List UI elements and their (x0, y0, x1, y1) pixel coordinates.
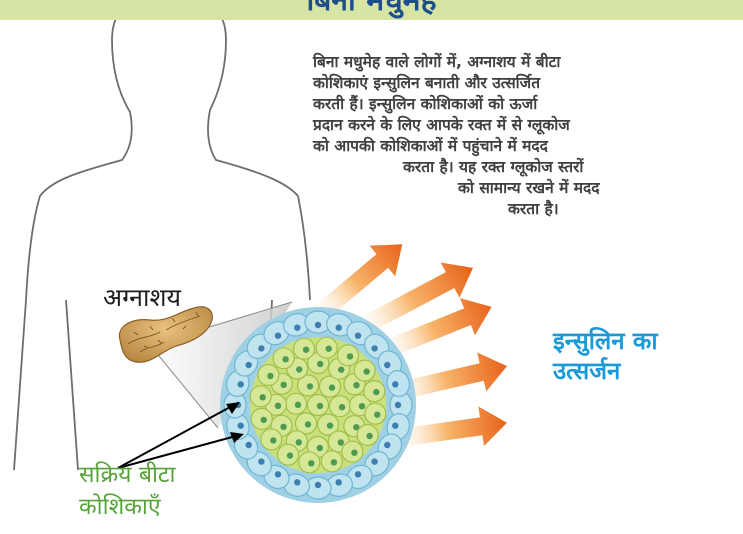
insulin-release-line: उत्सर्जन (553, 356, 658, 386)
cell-nucleus (275, 471, 281, 477)
cell-nucleus (338, 439, 344, 445)
cell-nucleus (315, 322, 321, 328)
cell-nucleus (364, 368, 370, 374)
cell-nucleus (347, 353, 353, 359)
cell-nucleus (371, 345, 377, 351)
banner-title: बिना मधुमेह (0, 0, 743, 18)
header-banner: बिना मधुमेह (0, 0, 743, 20)
cell-nucleus (303, 347, 309, 353)
cell-nucleus (351, 450, 357, 456)
cell-nucleus (329, 384, 335, 390)
cell-nucleus (307, 383, 313, 389)
beta-cells-line: सक्रिय बीटा (79, 459, 175, 491)
cell-nucleus (281, 382, 287, 388)
cell-nucleus (258, 458, 264, 464)
cell-nucleus (296, 366, 302, 372)
cell-nucleus (384, 362, 390, 368)
cell-nucleus (280, 424, 286, 430)
cell-nucleus (374, 412, 380, 418)
description-line: करता है। (313, 199, 713, 220)
cell-nucleus (294, 479, 300, 485)
cell-nucleus (384, 442, 390, 448)
cell-nucleus (317, 403, 323, 409)
description-line: को सामान्य रखने में मदद (313, 178, 713, 199)
cell-nucleus (373, 389, 379, 395)
cell-nucleus (371, 458, 377, 464)
insulin-release-label: इन्सुलिन का उत्सर्जन (553, 326, 658, 386)
cell-nucleus (355, 333, 361, 339)
cell-nucleus (238, 381, 244, 387)
cell-nucleus (317, 361, 323, 367)
cell-nucleus (295, 402, 301, 408)
beta-cells-line: कोशिकाएँ (79, 491, 175, 523)
active-beta-cells-label: सक्रिय बीटा कोशिकाएँ (79, 459, 175, 523)
cell-nucleus (353, 382, 359, 388)
description-line: बिना मधुमेह वाले लोगों में, अग्नाशय में … (313, 52, 713, 73)
cell-nucleus (238, 423, 244, 429)
cell-nucleus (366, 433, 372, 439)
cell-nucleus (294, 325, 300, 331)
cell-nucleus (336, 325, 342, 331)
cell-nucleus (331, 459, 337, 465)
description-line: करती हैं। इन्सुलिन कोशिकाओं को ऊर्जा (313, 94, 713, 115)
cell-cluster (220, 307, 416, 503)
cell-nucleus (339, 404, 345, 410)
insulin-release-line: इन्सुलिन का (553, 326, 658, 356)
description-text: बिना मधुमेह वाले लोगों में, अग्नाशय में … (313, 52, 713, 220)
cell-nucleus (336, 479, 342, 485)
cell-nucleus (296, 439, 302, 445)
cell-nucleus (338, 367, 344, 373)
cell-nucleus (315, 482, 321, 488)
cell-nucleus (258, 345, 264, 351)
cell-nucleus (275, 403, 281, 409)
cell-nucleus (267, 373, 273, 379)
description-line: कोशिकाएं इन्सुलिन बनाती और उत्सर्जित (313, 73, 713, 94)
description-line: को आपकी कोशिकाओं में पहुंचाने में मदद (313, 136, 713, 157)
cell-nucleus (308, 460, 314, 466)
cell-nucleus (282, 356, 288, 362)
cell-nucleus (305, 421, 311, 427)
cell-nucleus (275, 333, 281, 339)
cell-nucleus (355, 471, 361, 477)
cell-nucleus (392, 381, 398, 387)
cell-nucleus (327, 422, 333, 428)
cell-nucleus (287, 452, 293, 458)
cell-nucleus (260, 394, 266, 400)
cell-nucleus (326, 346, 332, 352)
cell-nucleus (270, 437, 276, 443)
cell-nucleus (395, 402, 401, 408)
cell-nucleus (246, 442, 252, 448)
cell-nucleus (246, 362, 252, 368)
cell-nucleus (317, 445, 323, 451)
pancreas-label: अग्नाशय (103, 283, 181, 313)
description-line: करता है। यह रक्त ग्लूकोज स्तरों (313, 157, 713, 178)
cell-nucleus (392, 423, 398, 429)
cell-nucleus (359, 403, 365, 409)
description-line: प्रदान करने के लिए आपके रक्त में से ग्लू… (313, 115, 713, 136)
cell-nucleus (261, 417, 267, 423)
